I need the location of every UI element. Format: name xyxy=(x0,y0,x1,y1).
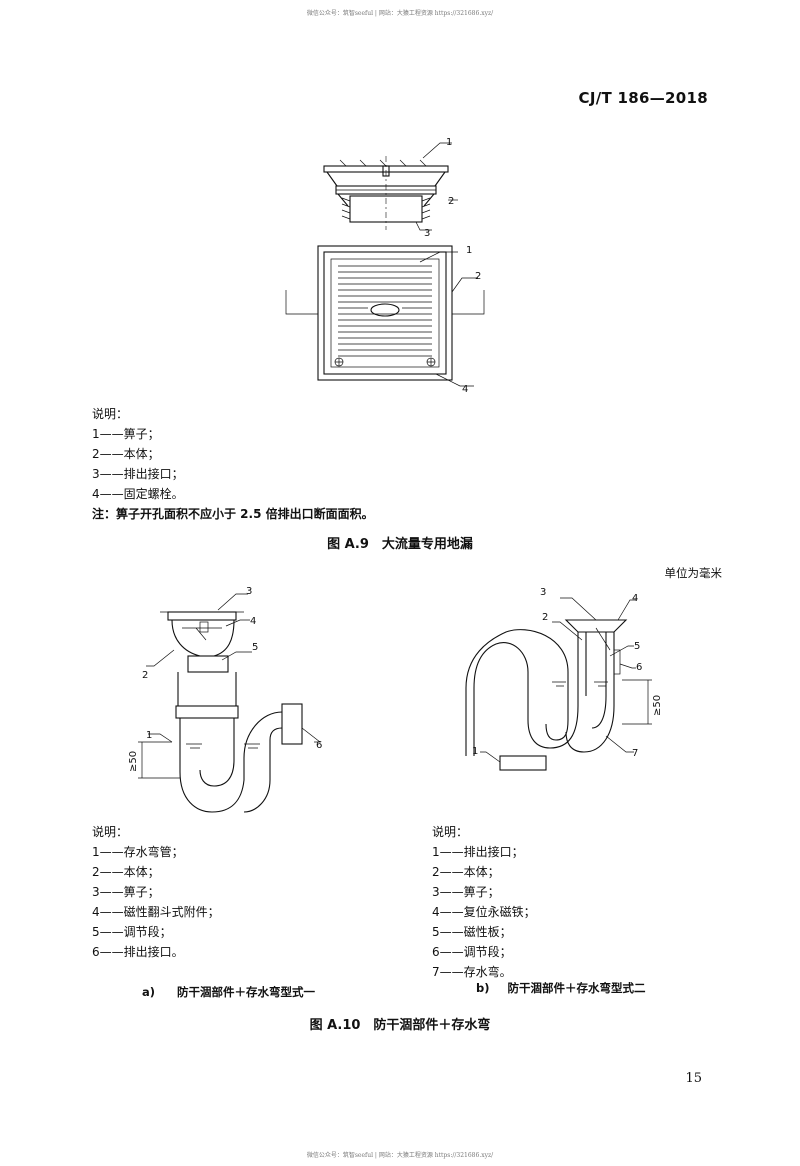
a10b-callout-3: 3 xyxy=(540,587,546,598)
note-item: 4——磁性翻斗式附件； xyxy=(92,905,220,919)
subcaption-label: b) xyxy=(476,981,490,995)
remark: 注：箅子开孔面积不应小于 2.5 倍排出口断面面积。 xyxy=(92,507,374,521)
a10a-dimension: ≥50 xyxy=(128,751,139,772)
page-number: 15 xyxy=(685,1071,702,1086)
a9-callout-1: 1 xyxy=(446,137,452,148)
figure-a10b-subcaption: b) 防干涸部件＋存水弯型式二 xyxy=(476,980,646,996)
note-item: 1——箅子； xyxy=(92,427,160,441)
note-item: 1——排出接口； xyxy=(432,845,524,859)
watermark-top: 微信公众号：筑智seeful | 网站：大猿工程资源 https://32168… xyxy=(306,10,494,17)
note-item: 2——本体； xyxy=(92,865,160,879)
a10a-callout-6: 6 xyxy=(316,740,322,751)
note-item: 5——磁性板； xyxy=(432,925,512,939)
subcaption-label: a) xyxy=(142,985,156,999)
notes-title: 说明： xyxy=(92,407,129,421)
note-item: 2——本体； xyxy=(92,447,160,461)
floor-drain-side-view xyxy=(323,142,458,231)
a10b-callout-7: 7 xyxy=(632,748,638,759)
a10b-callout-6: 6 xyxy=(636,662,642,673)
note-item: 6——调节段； xyxy=(432,945,512,959)
unit-note: 单位为毫米 xyxy=(664,566,723,580)
a10b-callout-1: 1 xyxy=(472,746,478,757)
a10b-dimension: ≥50 xyxy=(652,695,663,716)
figure-a9-caption: 图 A.9 大流量专用地漏 xyxy=(327,537,473,552)
note-item: 3——箅子； xyxy=(92,885,160,899)
note-item: 3——箅子； xyxy=(432,885,500,899)
a9-callout-1-top: 1 xyxy=(466,245,472,256)
figure-a10a-notes: 说明： 1——存水弯管； 2——本体； 3——箅子； 4——磁性翻斗式附件； 5… xyxy=(92,822,220,962)
note-item: 7——存水弯。 xyxy=(432,965,512,979)
a9-callout-2: 2 xyxy=(448,196,454,207)
note-item: 4——固定螺栓。 xyxy=(92,487,184,501)
a10a-callout-5: 5 xyxy=(252,642,258,653)
a10a-callout-3: 3 xyxy=(246,586,252,597)
note-item: 1——存水弯管； xyxy=(92,845,184,859)
trap-type-two xyxy=(465,597,652,771)
a10a-callout-2: 2 xyxy=(142,670,148,681)
note-item: 2——本体； xyxy=(432,865,500,879)
a10b-callout-2: 2 xyxy=(542,612,548,623)
trap-type-one xyxy=(138,593,322,813)
a9-callout-4: 4 xyxy=(462,384,468,395)
a10a-callout-4: 4 xyxy=(250,616,256,627)
standard-number: CJ/T 186—2018 xyxy=(578,89,708,107)
note-item: 3——排出接口； xyxy=(92,467,184,481)
a9-callout-2-top: 2 xyxy=(475,271,481,282)
note-item: 6——排出接口。 xyxy=(92,945,184,959)
a9-callout-3: 3 xyxy=(424,228,430,239)
figure-a10b-notes: 说明： 1——排出接口； 2——本体； 3——箅子； 4——复位永磁铁； 5——… xyxy=(432,822,536,982)
floor-drain-top-view xyxy=(285,245,485,387)
a10a-callout-1: 1 xyxy=(146,730,152,741)
notes-title: 说明： xyxy=(92,825,129,839)
a10b-callout-4: 4 xyxy=(632,593,638,604)
watermark-bottom: 微信公众号：筑智seeful | 网站：大猿工程资源 https://32168… xyxy=(306,1152,494,1159)
figure-a10-caption: 图 A.10 防干涸部件＋存水弯 xyxy=(309,1018,491,1033)
notes-title: 说明： xyxy=(432,825,469,839)
note-item: 5——调节段； xyxy=(92,925,172,939)
subcaption-text: 防干涸部件＋存水弯型式二 xyxy=(507,981,646,995)
subcaption-text: 防干涸部件＋存水弯型式一 xyxy=(177,985,316,999)
figure-a10a-subcaption: a) 防干涸部件＋存水弯型式一 xyxy=(142,984,315,1000)
figure-a9-notes: 说明： 1——箅子； 2——本体； 3——排出接口； 4——固定螺栓。 注：箅子… xyxy=(92,404,374,524)
a10b-callout-5: 5 xyxy=(634,641,640,652)
note-item: 4——复位永磁铁； xyxy=(432,905,536,919)
